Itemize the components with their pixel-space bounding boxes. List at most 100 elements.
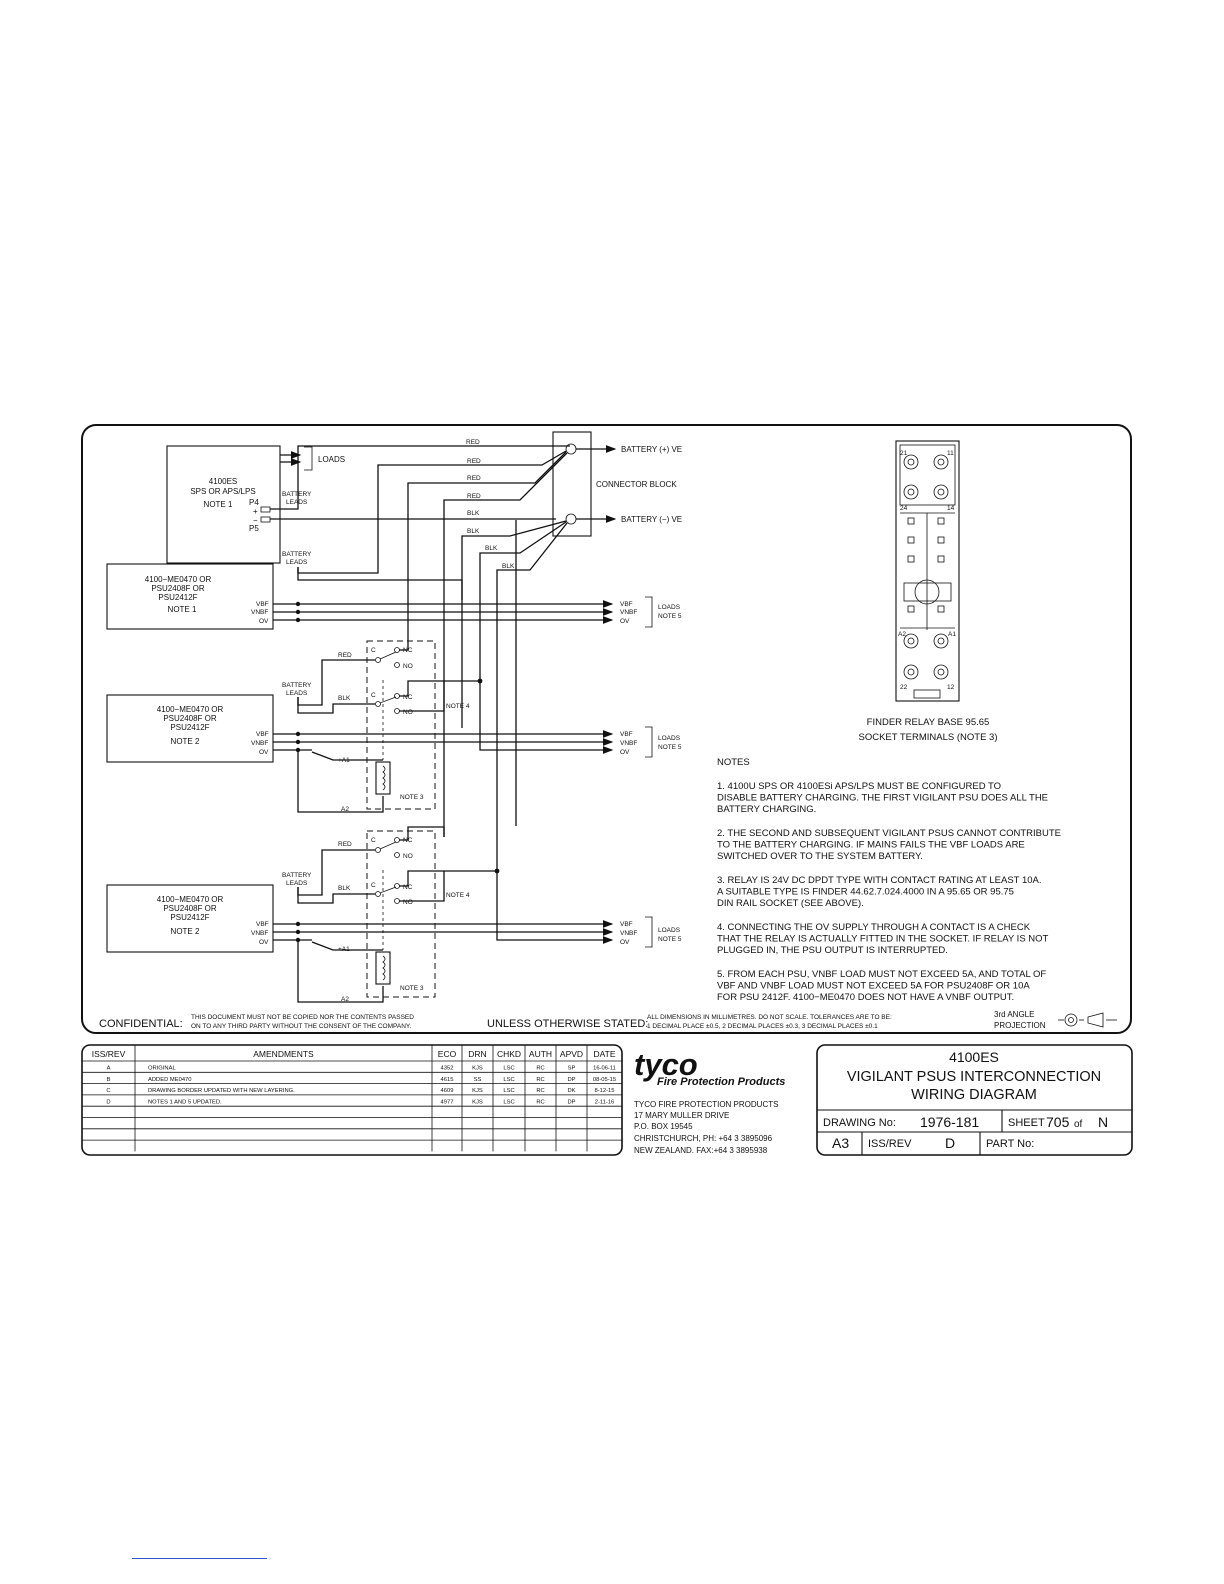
rev-cell-2-4: LSC xyxy=(503,1088,514,1094)
pin-12: 12 xyxy=(947,684,955,691)
relay1-no1: NO xyxy=(403,663,413,670)
psu2-battery-leads-1: BATTERY xyxy=(282,682,312,689)
rev-header-4: CHKD xyxy=(497,1049,521,1059)
battery-neg-label: BATTERY (−) VE xyxy=(621,515,682,524)
psu1-ov: OV xyxy=(259,618,269,625)
confidential-strip: CONFIDENTIAL: THIS DOCUMENT MUST NOT BE … xyxy=(99,1010,1117,1030)
note-1-line-2: DISABLE BATTERY CHARGING. THE FIRST VIGI… xyxy=(717,793,1048,804)
pin-14: 14 xyxy=(947,505,955,512)
notes-heading: NOTES xyxy=(717,757,750,768)
relay1-red: RED xyxy=(338,652,352,659)
psu1-out-vbf: VBF xyxy=(620,601,633,608)
relay-1: C NC NO C NC NO +A1 A2 NOTE 3 NOTE 4 RED… xyxy=(273,640,682,813)
projection-symbol-icon xyxy=(1058,1012,1117,1028)
psu2-note: NOTE 2 xyxy=(171,737,200,746)
top-psu-line-2: SPS OR APS/LPS xyxy=(190,487,255,496)
blk-label-3: BLK xyxy=(485,545,498,552)
psu1-battery-leads-1: BATTERY xyxy=(282,551,312,558)
rev-cell-1-3: SS xyxy=(474,1077,482,1083)
rev-cell-3-6: DP xyxy=(567,1099,575,1105)
rev-cell-2-7: 8-12-15 xyxy=(595,1088,615,1094)
rev-cell-3-5: RC xyxy=(536,1099,544,1105)
psu1-loads: LOADS xyxy=(658,604,681,611)
title-line-2: VIGILANT PSUS INTERCONNECTION xyxy=(847,1069,1101,1085)
p4-plus: + xyxy=(253,507,258,516)
address-2: 17 MARY MULLER DRIVE xyxy=(634,1111,729,1120)
relay1-nc2: NC xyxy=(403,694,413,701)
relay2-c1: C xyxy=(371,837,376,844)
psu1-line-2: PSU2408F OR xyxy=(151,584,205,593)
drawing-no-label: DRAWING No: xyxy=(823,1117,896,1129)
psu3-out-vbf: VBF xyxy=(620,921,633,928)
note-2-line-1: 2. THE SECOND AND SUBSEQUENT VIGILANT PS… xyxy=(717,828,1061,839)
psu3-line-3: PSU2412F xyxy=(170,913,209,922)
iss-rev-label: ISS/REV xyxy=(868,1138,912,1150)
rev-cell-3-1: NOTES 1 AND 5 UPDATED. xyxy=(148,1099,222,1105)
sheet-number: 705 xyxy=(1046,1114,1070,1130)
psu1-out-vnbf: VNBF xyxy=(620,609,637,616)
rev-cell-2-1: DRAWING BORDER UPDATED WITH NEW LAYERING… xyxy=(148,1088,295,1094)
tyco-logo: tyco xyxy=(634,1047,698,1082)
psu2-vnbf: VNBF xyxy=(251,740,268,747)
relay2-note3: NOTE 3 xyxy=(400,985,424,992)
psu2-ov: OV xyxy=(259,749,269,756)
psu1-loads-note: NOTE 5 xyxy=(658,613,682,620)
relay2-note4: NOTE 4 xyxy=(446,892,470,899)
relay1-note4: NOTE 4 xyxy=(446,703,470,710)
note-4-line-1: 4. CONNECTING THE OV SUPPLY THROUGH A CO… xyxy=(717,922,1031,933)
psu1-vbf: VBF xyxy=(256,601,269,608)
rev-cell-3-7: 2-11-16 xyxy=(595,1099,615,1105)
psu2-loads-note: NOTE 5 xyxy=(658,744,682,751)
relay1-note3: NOTE 3 xyxy=(400,794,424,801)
psu1-line-1: 4100−ME0470 OR xyxy=(145,575,212,584)
confidential-text-2: ON TO ANY THIRD PARTY WITHOUT THE CONSEN… xyxy=(191,1023,411,1030)
finder-relay-base: 21 11 24 14 A2 A1 22 12 FINDER RELAY BAS… xyxy=(858,440,998,743)
psu1-block: BATTERY LEADS 4100−ME0470 OR PSU2408F OR… xyxy=(106,551,682,630)
psu2-out-vnbf: VNBF xyxy=(620,740,637,747)
psu1-note: NOTE 1 xyxy=(168,605,197,614)
psu3-vbf: VBF xyxy=(256,921,269,928)
address-3: P.O. BOX 19545 xyxy=(634,1122,693,1131)
relay-2: C NC NO C NC NO +A1 A2 NOTE 3 NOTE 4 RED… xyxy=(273,520,682,1003)
p4-label: P4 xyxy=(249,498,259,507)
confidential-text-1: THIS DOCUMENT MUST NOT BE COPIED NOR THE… xyxy=(191,1014,414,1021)
psu2-loads: LOADS xyxy=(658,735,681,742)
psu3-ov: OV xyxy=(259,939,269,946)
connector-block-label: CONNECTOR BLOCK xyxy=(596,480,677,489)
rev-cell-2-5: RC xyxy=(536,1088,544,1094)
blk-label-4: BLK xyxy=(502,563,515,570)
rev-header-7: DATE xyxy=(593,1049,615,1059)
part-no-label: PART No: xyxy=(986,1138,1034,1150)
note-3-line-2: A SUITABLE TYPE IS FINDER 44.62.7.024.40… xyxy=(717,887,1014,898)
rev-header-3: DRN xyxy=(468,1049,486,1059)
pin-21: 21 xyxy=(900,450,908,457)
rev-cell-1-7: 08-05-15 xyxy=(593,1077,616,1083)
unless-label: UNLESS OTHERWISE STATED: xyxy=(487,1018,648,1030)
rev-cell-1-6: DP xyxy=(567,1077,575,1083)
psu2-out-vbf: VBF xyxy=(620,731,633,738)
drawing-no: 1976-181 xyxy=(920,1114,979,1130)
note-2-line-3: SWITCHED OVER TO THE SYSTEM BATTERY. xyxy=(717,851,923,862)
sheet-size: A3 xyxy=(832,1135,849,1151)
iss-rev-value: D xyxy=(945,1135,955,1151)
psu3-loads: LOADS xyxy=(658,927,681,934)
note-3-line-1: 3. RELAY IS 24V DC DPDT TYPE WITH CONTAC… xyxy=(717,875,1042,886)
note-4-line-3: PLUGGED IN, THE PSU OUTPUT IS INTERRUPTE… xyxy=(717,945,948,956)
relay1-a2: A2 xyxy=(341,806,349,813)
unless-text-1: ALL DIMENSIONS IN MILLIMETRES. DO NOT SC… xyxy=(647,1014,892,1021)
psu3-battery-leads-1: BATTERY xyxy=(282,872,312,879)
battery-wiring: RED RED RED RED BLK BLK BLK BLK xyxy=(270,439,570,870)
psu1-vnbf: VNBF xyxy=(251,609,268,616)
rev-cell-0-3: KJS xyxy=(472,1066,483,1072)
red-label-4: RED xyxy=(467,493,481,500)
notes-section: NOTES 1. 4100U SPS OR 4100ESi APS/LPS MU… xyxy=(717,757,1061,1003)
title-line-1: 4100ES xyxy=(949,1049,999,1065)
projection-1: 3rd ANGLE xyxy=(994,1010,1034,1019)
note-5-line-1: 5. FROM EACH PSU, VNBF LOAD MUST NOT EXC… xyxy=(717,969,1046,980)
connector-block: BATTERY (+) VE BATTERY (−) VE CONNECTOR … xyxy=(552,431,682,537)
rev-header-2: ECO xyxy=(438,1049,457,1059)
sheet-label: SHEET xyxy=(1008,1117,1045,1129)
rev-cell-0-7: 16-06-11 xyxy=(593,1066,616,1072)
relay2-no1: NO xyxy=(403,853,413,860)
